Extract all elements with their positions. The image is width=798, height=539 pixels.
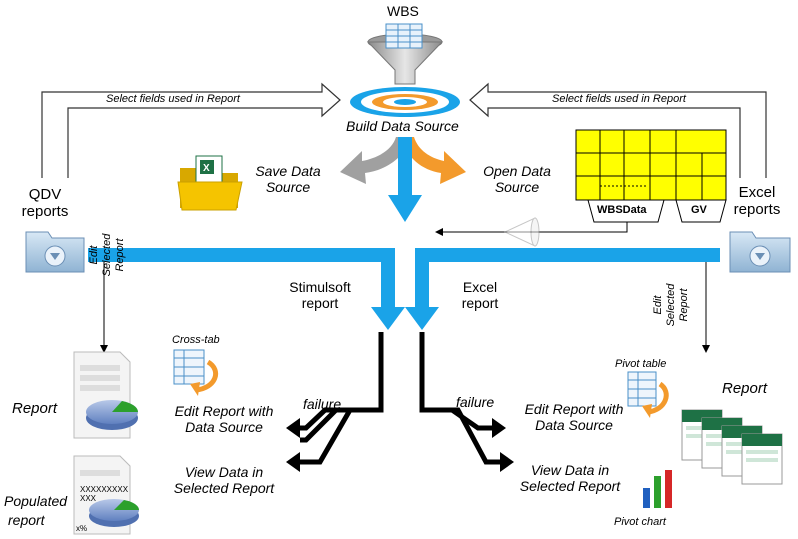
pivot-chart-label: Pivot chart [614,516,666,528]
left-fork-arrows [296,332,384,465]
qdv-folder-icon [25,231,85,273]
excel-report-line2: report [461,295,499,311]
right-view-line2: Selected Report [519,478,621,494]
open-data-source-label: Open Data Source [474,163,560,195]
left-view-line1: View Data in [184,464,264,480]
right-edit-line2: Selected [665,283,677,327]
excel-reports-label: Excel reports [724,184,790,218]
left-branch-flow [88,248,405,330]
megaphone-icon [503,217,540,247]
sheet-tab-wbsdata [587,199,665,223]
right-edit-selected-report-label: Edit Selected Report [652,270,691,340]
populated-xxx-line1: XXXXXXXXX [80,485,129,494]
left-fork-heads [286,418,300,472]
left-edit-line2: Selected [101,233,113,277]
right-view-data-label: View Data in Selected Report [506,462,634,494]
right-branch-flow [405,248,720,330]
left-edit-ds-line1: Edit Report with [174,403,274,419]
excel-reports-line2: reports [733,201,781,218]
stimulsoft-line2: report [301,295,339,311]
left-report-label: Report [12,400,58,417]
excel-report-line1: Excel [462,279,498,295]
save-data-source-label: Save Data Source [246,163,330,195]
save-data-source-line1: Save Data [255,163,321,179]
open-data-source-line2: Source [494,179,540,195]
populated-report-label: Populated report [4,492,67,530]
left-view-line2: Selected Report [173,480,275,496]
right-view-line1: View Data in [530,462,610,478]
pivot-table-label: Pivot table [615,358,667,370]
excel-report-label: Excel report [450,279,510,311]
cross-tab-icon [173,349,219,396]
left-failure-label: failure [303,396,342,412]
populated-line1: Populated [4,493,68,509]
right-edit-line3: Report [678,288,690,322]
qdv-reports-label: QDV reports [12,186,78,220]
report-icon [73,351,138,439]
svg-text:X: X [203,163,210,174]
build-data-source-label: Build Data Source [346,118,459,134]
excel-report-stack-icon [681,409,783,485]
build-data-source-target-icon [350,87,460,117]
funnel-icon [366,23,444,85]
populated-xxx-line2: XXX [80,494,97,503]
save-data-source-icon: X [177,155,243,211]
right-edit-report-ds-label: Edit Report with Data Source [510,401,638,433]
cross-tab-label: Cross-tab [172,334,220,346]
save-data-source-line2: Source [265,179,311,195]
left-edit-selected-report-label: Edit Selected Report [88,220,127,290]
sheet-tab-gv [675,199,727,223]
left-edit-line1: Edit [88,245,100,265]
stimulsoft-report-label: Stimulsoft report [272,279,368,311]
qdv-reports-line1: QDV [28,186,62,203]
right-edit-ds-line2: Data Source [535,417,613,433]
left-view-data-label: View Data in Selected Report [160,464,288,496]
left-edit-ds-line2: Data Source [185,419,263,435]
select-fields-right-label: Select fields used in Report [552,93,686,105]
excel-sheet-grid [575,129,727,201]
stimulsoft-line1: Stimulsoft [289,279,351,295]
populated-line2: report [8,512,45,528]
open-flow-arrow [402,137,466,184]
save-flow-arrow [340,137,410,184]
populated-report-icon [73,455,139,535]
qdv-reports-line2: reports [21,203,69,220]
excel-reports-line1: Excel [738,184,776,201]
excel-to-flow-arrow [435,218,628,236]
open-data-source-line1: Open Data [483,163,551,179]
wbs-label: WBS [387,3,419,19]
right-edit-line1: Edit [652,295,664,315]
select-fields-left-arrow [41,82,341,178]
pivot-table-icon [627,371,669,418]
main-flow-arrow [388,137,422,222]
right-report-label: Report [722,380,768,397]
select-fields-right-arrow [469,82,767,178]
populated-xpercent: x% [76,524,88,533]
excel-folder-icon [729,231,791,273]
sheet-tab-wbsdata-label: WBSData [597,204,647,216]
right-failure-label: failure [456,394,495,410]
pivot-chart-icon [643,470,672,508]
left-edit-line3: Report [114,238,126,272]
sheet-tab-gv-label: GV [691,204,707,216]
right-fork-arrows [419,332,500,465]
right-fork-heads [492,418,514,472]
select-fields-left-label: Select fields used in Report [106,93,240,105]
right-edit-ds-line1: Edit Report with [524,401,624,417]
left-edit-report-ds-label: Edit Report with Data Source [160,403,288,435]
